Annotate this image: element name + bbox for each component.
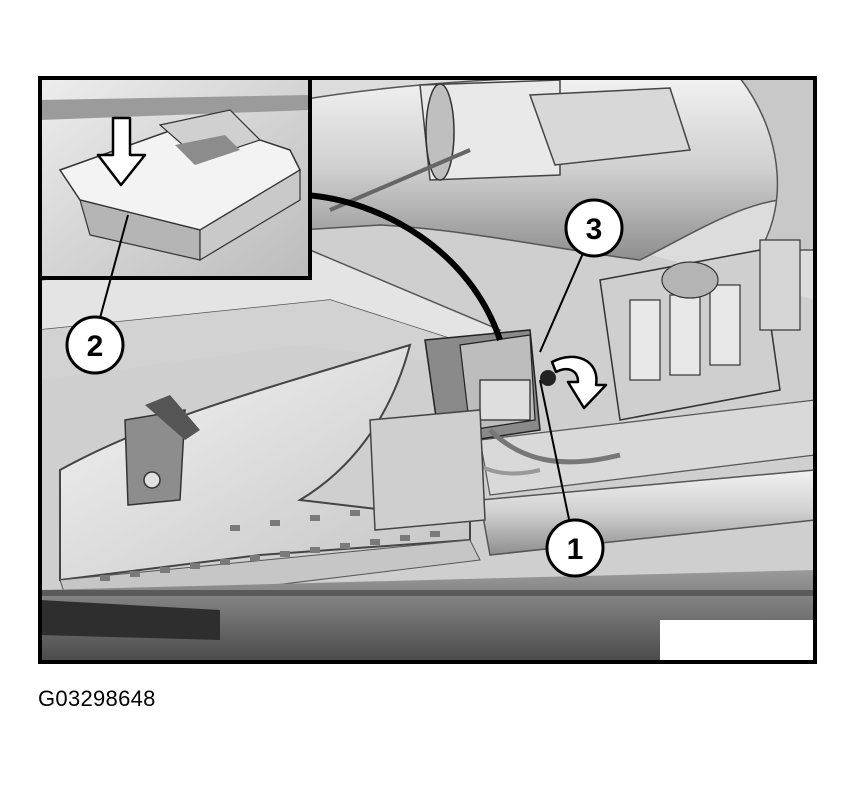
figure-frame [38,76,817,664]
callout-2: 2 [65,315,125,375]
rotate-arrow-icon [550,355,608,410]
main-scene [40,78,815,662]
push-down-arrow-icon [96,116,147,187]
callout-1-label: 1 [567,533,584,566]
callout-3-label: 3 [586,213,603,246]
callout-2-label: 2 [87,330,104,363]
callout-1: 1 [545,518,605,578]
detail-inset [38,76,312,280]
figure-caption: G03298648 [38,686,156,711]
grid-holes [100,505,440,581]
connector-cluster [599,239,801,421]
callout-3: 3 [564,198,624,258]
